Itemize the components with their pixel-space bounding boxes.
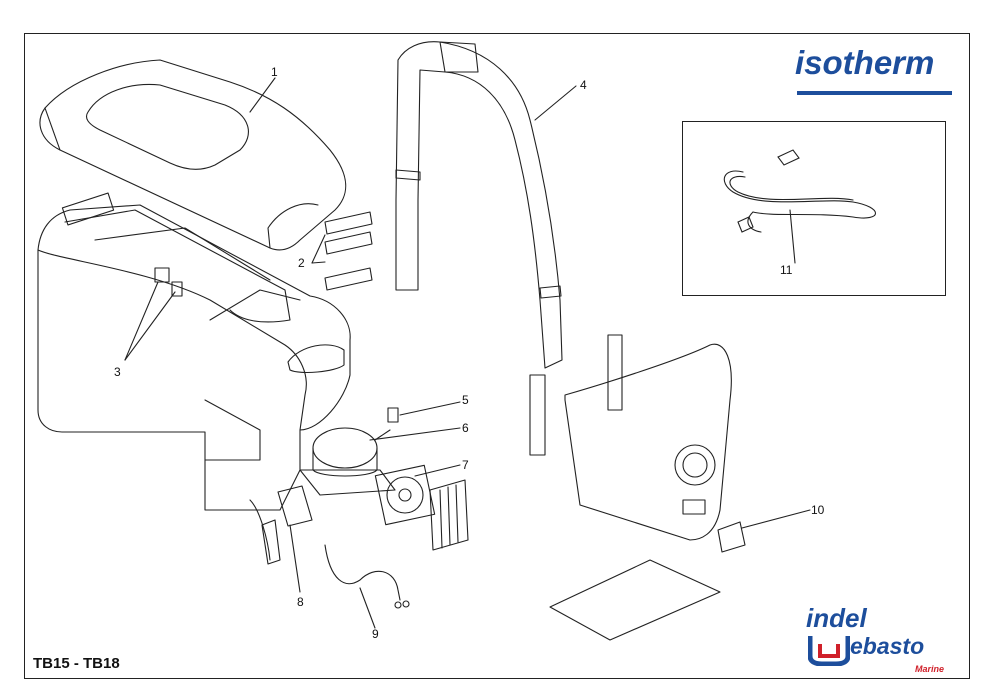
callout-4: 4 (580, 78, 587, 92)
accessory-inset (682, 121, 946, 296)
callout-10: 10 (811, 503, 825, 517)
fan-part (374, 464, 436, 526)
lid-part (39, 59, 347, 251)
callout-9: 9 (372, 627, 379, 641)
callout-8: 8 (297, 595, 304, 609)
callout-2: 2 (298, 256, 305, 270)
compressor-part (299, 407, 399, 496)
webasto-logo: ebasto (850, 633, 925, 659)
leader-lines (249, 77, 811, 629)
hinge-brackets-part (124, 267, 183, 361)
condenser-part (429, 479, 469, 551)
latch-part (717, 521, 746, 553)
indel-logo: indel (806, 603, 867, 633)
callout-1: 1 (271, 65, 278, 79)
isotherm-logo-underline (797, 91, 952, 95)
isotherm-logo: isotherm (795, 44, 935, 81)
electronic-module-part (249, 485, 313, 565)
shoulder-strap-part (395, 41, 563, 369)
dc-power-cable-drawing (723, 149, 876, 233)
webasto-w-icon (808, 636, 850, 666)
callout-3: 3 (114, 365, 121, 379)
marine-logo-text: Marine (915, 664, 945, 674)
cooler-body-part (37, 192, 351, 511)
rear-cover-part (529, 334, 732, 541)
callout-6: 6 (462, 421, 469, 435)
model-label: TB15 - TB18 (33, 655, 120, 672)
callout-11: 11 (780, 263, 793, 277)
callout-7: 7 (462, 458, 469, 472)
base-plate-part (549, 559, 721, 641)
drawing-frame (24, 33, 970, 679)
power-lead-part (324, 544, 410, 609)
control-panels-part (311, 211, 373, 291)
callout-5: 5 (462, 393, 469, 407)
